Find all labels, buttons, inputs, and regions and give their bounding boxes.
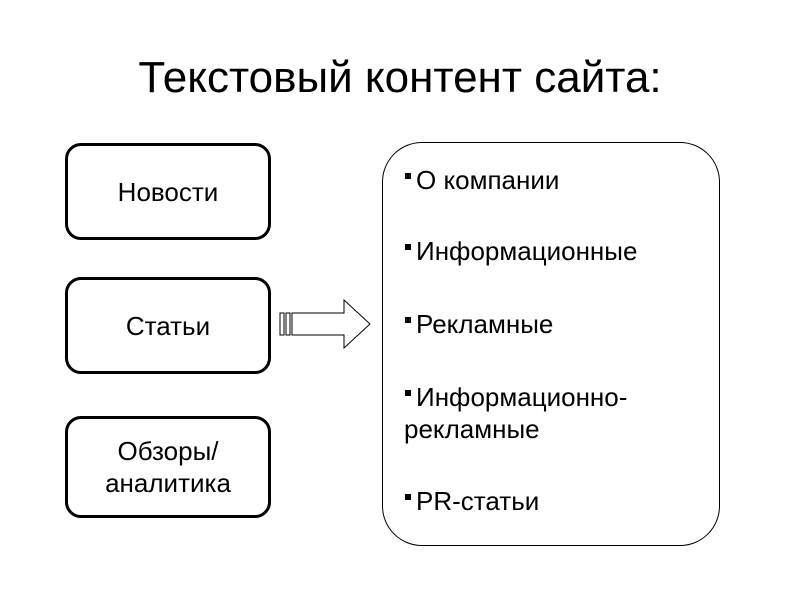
square-bullet-icon bbox=[405, 494, 411, 500]
arrow-body bbox=[291, 298, 371, 350]
box-articles: Статьи bbox=[65, 277, 271, 374]
list-item: Информационные bbox=[404, 235, 714, 267]
slide-title: Текстовый контент сайта: bbox=[138, 53, 662, 102]
square-bullet-icon bbox=[405, 244, 411, 250]
list-item-text: Информационные bbox=[416, 236, 638, 266]
box-news-label: Новости bbox=[117, 176, 219, 207]
list-item: О компании bbox=[404, 164, 714, 196]
box-reviews-label: Обзоры/ аналитика bbox=[105, 436, 231, 498]
box-news: Новости bbox=[65, 143, 271, 240]
list-item-text: Информационно-рекламные bbox=[404, 382, 628, 444]
square-bullet-icon bbox=[405, 390, 411, 396]
list-item-text: Рекламные bbox=[416, 309, 554, 339]
arrow-stripe bbox=[279, 312, 285, 336]
list-item: PR-статьи bbox=[404, 485, 714, 517]
list-item: Информационно-рекламные bbox=[404, 381, 714, 445]
list-item: Рекламные bbox=[404, 308, 714, 340]
square-bullet-icon bbox=[405, 173, 411, 179]
box-articles-label: Статьи bbox=[125, 310, 211, 341]
list-item-text: PR-статьи bbox=[416, 486, 540, 516]
striped-right-arrow-icon bbox=[279, 298, 371, 350]
square-bullet-icon bbox=[405, 317, 411, 323]
list-item-text: О компании bbox=[416, 165, 560, 195]
content-types-box bbox=[382, 142, 720, 546]
content-types-list: О компании Информационные Рекламные Инфо… bbox=[404, 160, 714, 517]
box-reviews-analytics: Обзоры/ аналитика bbox=[65, 416, 271, 518]
arrow-stripe bbox=[285, 312, 291, 336]
